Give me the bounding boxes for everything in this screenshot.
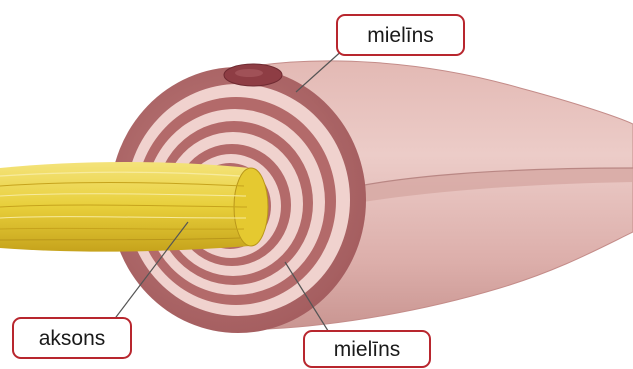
axon [0,162,268,252]
label-myelin-bottom: mielīns [303,330,431,368]
label-myelin-top: mielīns [336,14,465,56]
label-axon: aksons [12,317,132,359]
